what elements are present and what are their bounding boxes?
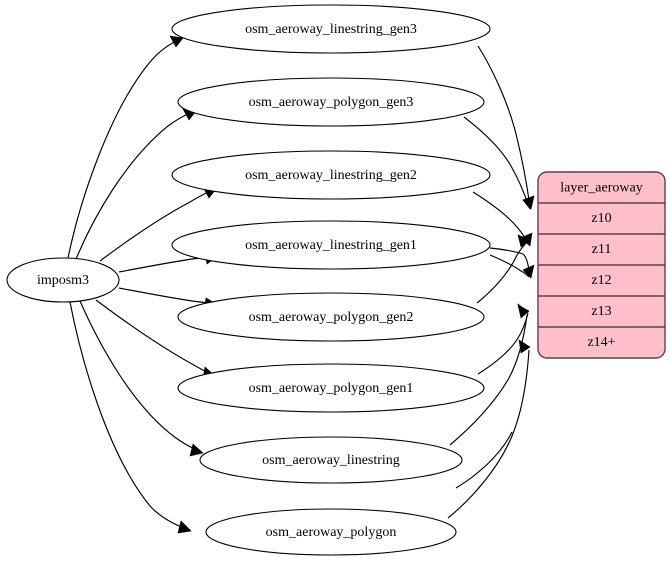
node-osm-aeroway-linestring[interactable]: osm_aeroway_linestring bbox=[199, 436, 463, 484]
edge-linestring-gen1-to-z12-alt bbox=[489, 254, 530, 278]
osm-aeroway-linestring-ellipse[interactable] bbox=[199, 436, 463, 484]
node-osm-aeroway-linestring-gen2[interactable]: osm_aeroway_linestring_gen2 bbox=[171, 150, 491, 200]
layer-aeroway-row-z12-label[interactable]: z12 bbox=[591, 273, 611, 288]
osm-aeroway-polygon-gen2-label: osm_aeroway_polygon_gen2 bbox=[249, 310, 414, 325]
edge-imposm3-to-polygon-gen3 bbox=[75, 108, 197, 260]
osm-aeroway-linestring-gen1-label: osm_aeroway_linestring_gen1 bbox=[245, 238, 417, 253]
osm-aeroway-polygon-ellipse[interactable] bbox=[205, 508, 457, 556]
edge-polygon-gen3-to-z10 bbox=[463, 116, 535, 210]
osm-aeroway-polygon-gen1-label: osm_aeroway_polygon_gen1 bbox=[249, 381, 414, 396]
osm-aeroway-polygon-label: osm_aeroway_polygon bbox=[266, 525, 397, 540]
layer-aeroway-header-label: layer_aeroway bbox=[560, 181, 642, 196]
osm-aeroway-polygon-gen2-ellipse[interactable] bbox=[177, 292, 485, 342]
imposm3-ellipse[interactable] bbox=[6, 257, 120, 303]
edge-polygon-to-z14-tail bbox=[455, 431, 513, 489]
layer-aeroway-row-z11-label[interactable]: z11 bbox=[592, 242, 612, 257]
edge-imposm3-to-linestring bbox=[79, 300, 204, 457]
edge-polygon-to-z14 bbox=[447, 339, 531, 519]
osm-aeroway-linestring-gen3-label: osm_aeroway_linestring_gen3 bbox=[245, 22, 417, 37]
layer-aeroway-row-z10-label[interactable]: z10 bbox=[591, 211, 611, 226]
edge-polygon-gen2-to-z11 bbox=[476, 234, 531, 304]
node-layer-aeroway-table[interactable]: layer_aeroway z10 z11 z12 z13 z14+ bbox=[537, 171, 666, 359]
osm-aeroway-polygon-gen3-label: osm_aeroway_polygon_gen3 bbox=[249, 95, 414, 110]
osm-aeroway-polygon-gen3-ellipse[interactable] bbox=[177, 77, 485, 127]
node-osm-aeroway-polygon-gen3[interactable]: osm_aeroway_polygon_gen3 bbox=[177, 77, 485, 127]
edge-linestring-gen1-to-z12 bbox=[489, 247, 535, 279]
osm-aeroway-linestring-gen2-label: osm_aeroway_linestring_gen2 bbox=[245, 168, 417, 183]
osm-aeroway-polygon-gen1-ellipse[interactable] bbox=[177, 363, 485, 413]
edge-group-into-layer-aeroway bbox=[447, 45, 535, 519]
osm-aeroway-linestring-gen1-ellipse[interactable] bbox=[171, 220, 491, 270]
imposm3-label: imposm3 bbox=[37, 273, 89, 288]
edge-imposm3-to-polygon bbox=[69, 301, 192, 534]
osm-aeroway-linestring-gen2-ellipse[interactable] bbox=[171, 150, 491, 200]
node-osm-aeroway-linestring-gen3[interactable]: osm_aeroway_linestring_gen3 bbox=[171, 4, 491, 54]
node-osm-aeroway-polygon-gen1[interactable]: osm_aeroway_polygon_gen1 bbox=[177, 363, 485, 413]
osm-aeroway-linestring-label: osm_aeroway_linestring bbox=[262, 453, 400, 468]
node-osm-aeroway-polygon[interactable]: osm_aeroway_polygon bbox=[205, 508, 457, 556]
osm-aeroway-linestring-gen3-ellipse[interactable] bbox=[171, 4, 491, 54]
layer-aeroway-outline bbox=[537, 171, 666, 359]
node-osm-aeroway-polygon-gen2[interactable]: osm_aeroway_polygon_gen2 bbox=[177, 292, 485, 342]
layer-aeroway-row-z13-label[interactable]: z13 bbox=[591, 304, 611, 319]
edge-linestring-gen3-to-z10 bbox=[477, 45, 535, 210]
node-osm-aeroway-linestring-gen1[interactable]: osm_aeroway_linestring_gen1 bbox=[171, 220, 491, 270]
node-imposm3[interactable]: imposm3 bbox=[6, 257, 120, 303]
layer-aeroway-row-z14-label[interactable]: z14+ bbox=[587, 335, 615, 350]
edge-linestring-to-z13 bbox=[449, 303, 529, 446]
edge-imposm3-to-linestring-gen3 bbox=[67, 35, 184, 259]
